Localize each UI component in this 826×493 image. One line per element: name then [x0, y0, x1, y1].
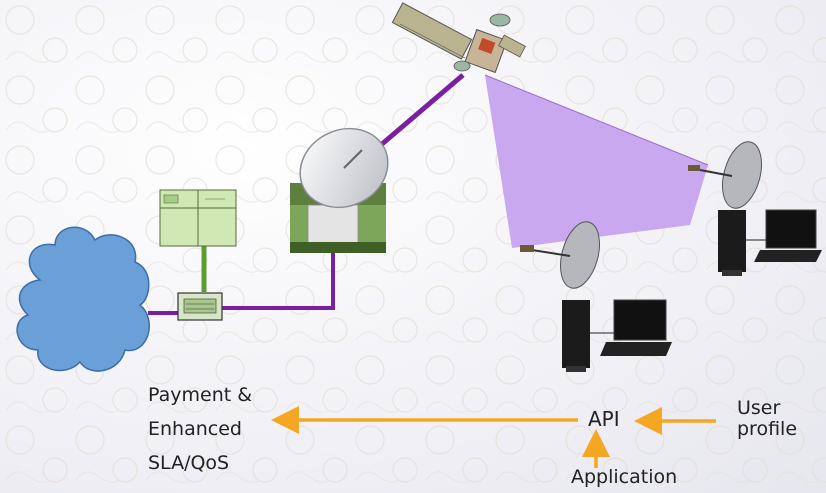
- user-profile-line-1: User: [737, 397, 781, 419]
- user-profile-line-2: profile: [737, 418, 798, 440]
- ground-station-dish-icon: [290, 127, 389, 253]
- gateway-to-satellite-link: [373, 73, 465, 152]
- payment-label: Payment & Enhanced SLA/QoS: [148, 378, 252, 480]
- user-terminal-icon: [688, 141, 822, 276]
- payment-line-1: Payment &: [148, 384, 253, 406]
- internet-cloud-icon: [16, 226, 150, 372]
- server-icon: [159, 189, 237, 247]
- switch-to-gateway-link: [222, 245, 335, 310]
- payment-line-2: Enhanced: [148, 418, 242, 440]
- satellite-icon: [391, 2, 526, 74]
- api-label: API: [588, 407, 620, 431]
- application-label: Application: [571, 466, 678, 488]
- network-switch-icon: [177, 292, 223, 321]
- user-terminal-icon: [520, 221, 672, 372]
- user-profile-label: User profile: [737, 398, 797, 440]
- beam-edge: [484, 74, 709, 166]
- satellite-beam: [485, 75, 708, 248]
- payment-line-3: SLA/QoS: [148, 452, 230, 474]
